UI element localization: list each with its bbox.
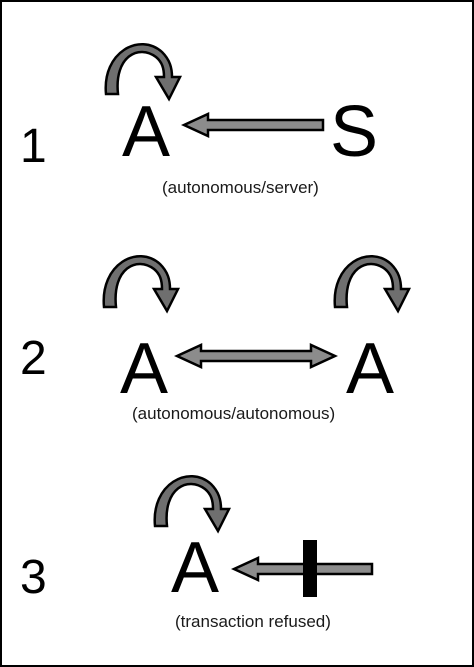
caption-row-3: (transaction refused) — [175, 612, 331, 631]
caption-row-2: (autonomous/autonomous) — [132, 404, 335, 423]
block-bar-row-3 — [303, 540, 317, 597]
row-1: 1 A S (autonomous/server) — [20, 42, 378, 197]
self-loop-arrow-row-1 — [104, 42, 183, 102]
self-loop-arrow-row-2-left — [102, 254, 181, 314]
agent-a-row-2-right: A — [346, 329, 394, 409]
row-number-3: 3 — [20, 551, 47, 604]
row-number-2: 2 — [20, 332, 47, 385]
row-3: 3 A (transaction refused) — [20, 474, 374, 631]
caption-row-1: (autonomous/server) — [162, 178, 319, 197]
agent-s-row-1: S — [330, 92, 378, 172]
agent-a-row-1: A — [122, 92, 170, 172]
arrow-server-to-agent-row-1 — [180, 112, 325, 138]
agent-a-row-3: A — [171, 528, 219, 608]
row-2: 2 A A (autonomous/autonomous) — [20, 254, 412, 423]
self-loop-arrow-row-2-right — [333, 254, 412, 314]
agent-a-row-2-left: A — [120, 329, 168, 409]
self-loop-arrow-row-3 — [153, 474, 232, 534]
double-arrow-row-2 — [173, 343, 339, 369]
row-number-1: 1 — [20, 120, 47, 173]
